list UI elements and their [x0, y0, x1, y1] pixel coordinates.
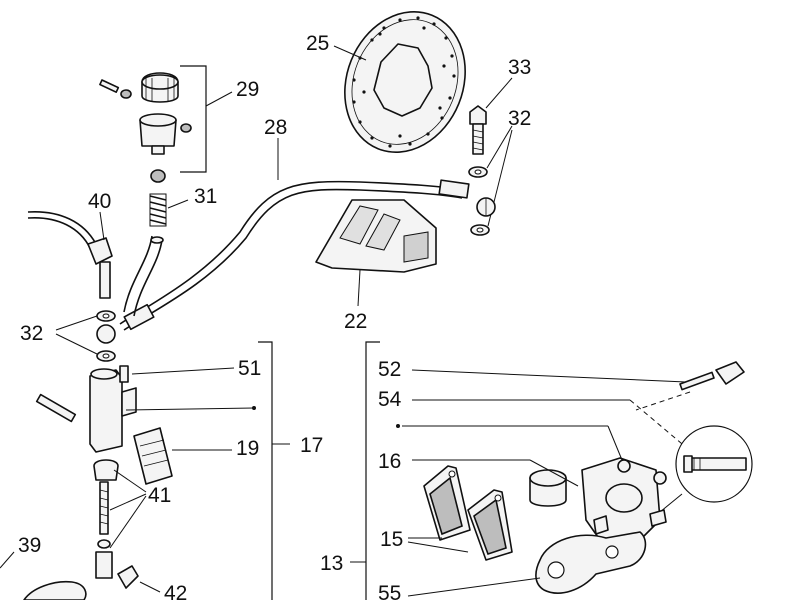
callout-22: 22: [344, 310, 367, 333]
callout-52: 52: [378, 358, 401, 381]
callout-32-upper: 32: [508, 107, 531, 130]
callout-55: 55: [378, 582, 401, 600]
callout-19: 19: [236, 437, 259, 460]
callout-51: 51: [238, 357, 261, 380]
guide-pin-detail-part: [675, 425, 753, 503]
callout-39: 39: [18, 534, 41, 557]
sealing-washers-lower-part: [96, 310, 116, 362]
dust-boot-part: [133, 427, 173, 485]
sealing-washers-upper-part: [468, 166, 490, 236]
brake-pedal-part: [23, 580, 87, 600]
brake-hose-part: [119, 179, 496, 331]
brake-caliper-part: [581, 457, 667, 541]
callout-16: 16: [378, 450, 401, 473]
brake-pipe-banjo-part: [27, 211, 113, 299]
callout-32-lower: 32: [20, 322, 43, 345]
pushrod-assembly-part: [93, 459, 139, 589]
callout-31: 31: [194, 185, 217, 208]
caliper-guard-part: [315, 199, 437, 273]
callout-40: 40: [88, 190, 111, 213]
caliper-bolt-part: [469, 105, 487, 155]
master-cylinder-part: [35, 365, 137, 453]
brake-pads-part: [423, 465, 513, 561]
brake-disc-part: [344, 10, 466, 154]
caliper-piston-part: [529, 469, 567, 507]
callout-29: 29: [236, 78, 259, 101]
callout-54: 54: [378, 388, 402, 411]
fluid-reservoir-part: [99, 72, 192, 155]
callout-41: 41: [148, 484, 171, 507]
callout-28: 28: [264, 116, 287, 139]
callout-15: 15: [380, 528, 403, 551]
return-spring-part: [149, 169, 167, 227]
callout-42: 42: [164, 582, 187, 600]
callout-25: 25: [306, 32, 329, 55]
callout-17: 17: [300, 434, 323, 457]
callout-13: 13: [320, 552, 343, 575]
callout-33: 33: [508, 56, 531, 79]
caliper-bracket-part: [535, 531, 647, 594]
reservoir-feed-hose-part: [123, 235, 164, 317]
bleed-valve-part: [679, 361, 745, 391]
